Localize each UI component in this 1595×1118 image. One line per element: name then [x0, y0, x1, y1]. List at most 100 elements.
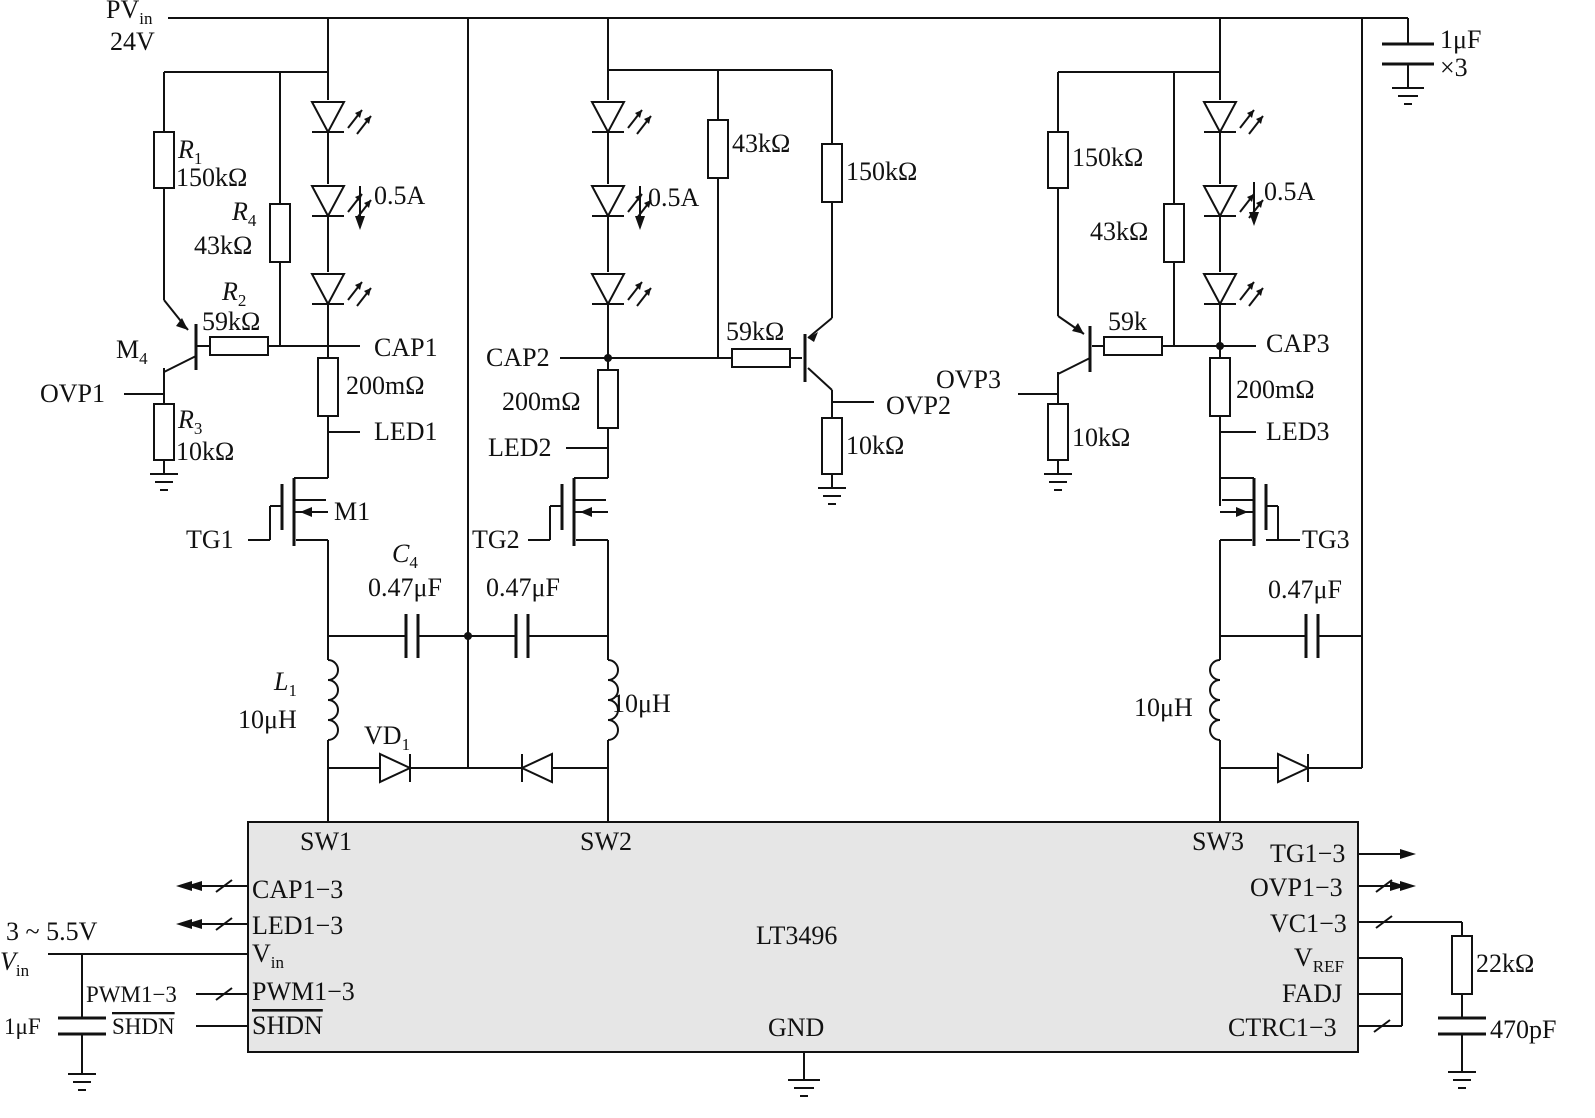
supply-voltage: 24V — [110, 27, 155, 56]
ch3-r-base-value: 59k — [1108, 307, 1147, 336]
pin-vref: VREF — [1294, 943, 1344, 976]
ch1-sense-value: 200mΩ — [346, 371, 425, 400]
ch1-sense-resistor — [317, 357, 339, 417]
vin-range: 3 ~ 5.5V — [6, 917, 98, 946]
pin-vin: Vin — [252, 939, 285, 972]
comp-resistor-value: 22kΩ — [1476, 949, 1534, 978]
led-bus-arrow — [176, 919, 202, 929]
ch2-r-ovp-value: 10kΩ — [846, 431, 904, 460]
ch3-diode — [1277, 752, 1311, 784]
ch3-ovp-label: OVP3 — [936, 365, 1001, 394]
pin-ctrl: CTRC1−3 — [1228, 1013, 1337, 1042]
ch1-r4-value: 43kΩ — [194, 231, 252, 260]
ch1-inductor — [327, 659, 339, 741]
ch3-r-ovp-value: 10kΩ — [1072, 423, 1130, 452]
ch1-led-current: 0.5A — [374, 181, 426, 210]
ch2-coupling-cap-value: 0.47μF — [486, 573, 560, 602]
pin-pwm: PWM1−3 — [252, 977, 355, 1006]
ch3-led-1 — [1202, 101, 1264, 135]
ch1-mosfet-arrow — [300, 507, 312, 517]
ch1-mosfet — [248, 477, 328, 546]
ch2-r-base-value: 59kΩ — [726, 317, 784, 346]
ch3-sense-value: 200mΩ — [1236, 375, 1315, 404]
ch1-current-arrow — [355, 186, 365, 230]
ch2-r-top2 — [821, 143, 843, 203]
ch1-r3 — [153, 403, 175, 461]
ch2-led-label: LED2 — [488, 433, 552, 462]
ch2-emitter-arrow — [808, 332, 818, 342]
ch3-current-arrow — [1249, 182, 1259, 226]
pin-sw1: SW1 — [300, 827, 352, 856]
ch3-emitter-arrow — [1072, 323, 1084, 334]
ch2-diode — [519, 752, 553, 784]
ch2-tg-label: TG2 — [472, 525, 520, 554]
ch1-r3-value: 10kΩ — [176, 437, 234, 466]
pin-fadj: FADJ — [1282, 979, 1342, 1008]
ch1-ovp-label: OVP1 — [40, 379, 105, 408]
pin-cap: CAP1−3 — [252, 875, 343, 904]
ch2-inductor — [607, 659, 619, 741]
input-cap-value: 1μF — [1440, 25, 1481, 54]
vin-label: Vin — [0, 947, 30, 980]
ch1-r4-ref: R4 — [231, 197, 257, 230]
pin-vc: VC1−3 — [1270, 909, 1347, 938]
tg-bus-arrow — [1400, 849, 1416, 859]
ch3-led-3 — [1202, 273, 1264, 307]
ch1-tg-label: TG1 — [186, 525, 234, 554]
ch1-r4 — [269, 203, 291, 263]
input-side-wiring — [48, 879, 248, 1091]
ch1-r1-value: 150kΩ — [176, 163, 247, 192]
ch2-led-1 — [590, 101, 652, 135]
ch3-r-mid-value: 43kΩ — [1090, 217, 1148, 246]
cap-bus-arrow — [176, 881, 202, 891]
pin-tg: TG1−3 — [1270, 839, 1345, 868]
pin-shdn: SHDN — [252, 1011, 323, 1040]
ch1-led-label: LED1 — [374, 417, 438, 446]
ch2-r-top — [707, 119, 729, 179]
chip-name: LT3496 — [756, 921, 837, 950]
supply-rail — [168, 17, 1434, 105]
ch1-cap-label: CAP1 — [374, 333, 438, 362]
ch3-tg-label: TG3 — [1302, 525, 1350, 554]
gnd-symbol — [788, 1052, 820, 1097]
comp-cap-value: 470pF — [1490, 1015, 1556, 1044]
channel-3-wiring — [1018, 18, 1363, 822]
ch2-led-2 — [590, 185, 652, 219]
ch1-coupling-cap — [404, 614, 420, 658]
ch1-mosfet-ref: M1 — [334, 497, 370, 526]
ch3-mosfet — [1220, 477, 1279, 546]
ch3-r-mid — [1163, 203, 1185, 263]
ch1-diode — [379, 752, 413, 784]
supply-name: PVin — [106, 0, 153, 28]
pin-sw2: SW2 — [580, 827, 632, 856]
input-cap-count: ×3 — [1440, 53, 1468, 82]
pin-led: LED1−3 — [252, 911, 343, 940]
ch2-cap-label: CAP2 — [486, 343, 550, 372]
ch1-diode-ref: VD1 — [364, 721, 410, 754]
input-cap-1uf: 1μF — [4, 1014, 41, 1039]
ch3-led-label: LED3 — [1266, 417, 1330, 446]
chip-body — [247, 821, 1359, 1053]
generated-symbols — [176, 101, 1416, 929]
ch2-ovp-label: OVP2 — [886, 391, 951, 420]
output-side-wiring — [1358, 853, 1486, 1089]
ch1-r2 — [209, 336, 269, 356]
ch1-r1-ref: R1 — [177, 135, 202, 168]
ch2-r-ovp — [821, 417, 843, 475]
ch3-inductor — [1209, 659, 1221, 741]
ch3-coupling-cap — [1304, 614, 1320, 658]
ch3-sense-resistor — [1209, 357, 1231, 417]
ext-shdn-label: SHDN — [112, 1014, 175, 1039]
ch2-led-current: 0.5A — [648, 183, 700, 212]
ch3-coupling-cap-value: 0.47μF — [1268, 575, 1342, 604]
ch2-led-3 — [590, 273, 652, 307]
ch3-led-current: 0.5A — [1264, 177, 1316, 206]
ch2-coupling-cap — [514, 614, 530, 658]
ch2-sense-value: 200mΩ — [502, 387, 581, 416]
ch2-mosfet-arrow — [580, 507, 592, 517]
ch2-r-top-value: 43kΩ — [732, 129, 790, 158]
pin-sw3: SW3 — [1192, 827, 1244, 856]
ch1-emitter-arrow — [176, 318, 188, 330]
ch2-inductor-value: 10μH — [612, 689, 671, 718]
